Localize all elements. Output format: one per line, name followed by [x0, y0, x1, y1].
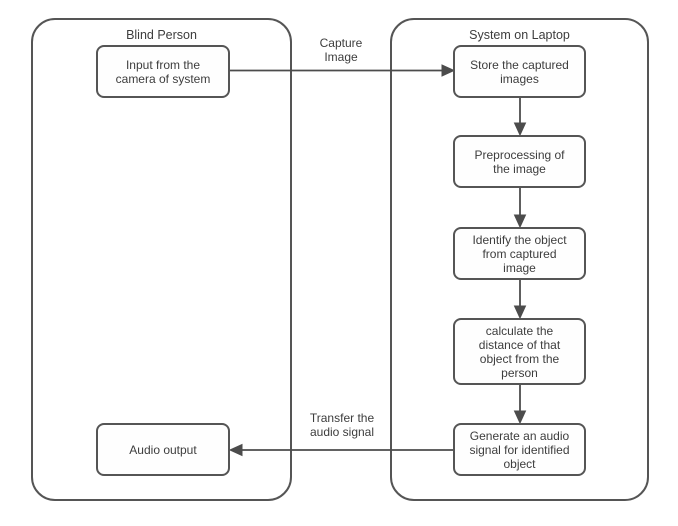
flow-node-store-captured-images: Store the captured images: [453, 45, 586, 98]
flow-node-identify-object: Identify the object from captured image: [453, 227, 586, 280]
flow-node-generate-audio-signal: Generate an audio signal for identified …: [453, 423, 586, 476]
flow-node-audio-output: Audio output: [96, 423, 230, 476]
swimlane-title-blind-person: Blind Person: [126, 28, 197, 42]
flow-node-input-from-camera: Input from the camera of system: [96, 45, 230, 98]
flow-node-preprocessing-image: Preprocessing of the image: [453, 135, 586, 188]
edge-label-transfer-audio-signal: Transfer the audio signal: [309, 411, 375, 439]
edge-label-capture-image: Capture Image: [319, 36, 363, 64]
swimlane-blind-person: Blind Person: [31, 18, 292, 501]
swimlane-system-on-laptop: System on Laptop: [390, 18, 649, 501]
swimlane-title-system-on-laptop: System on Laptop: [469, 28, 570, 42]
flow-node-calculate-distance: calculate the distance of that object fr…: [453, 318, 586, 385]
